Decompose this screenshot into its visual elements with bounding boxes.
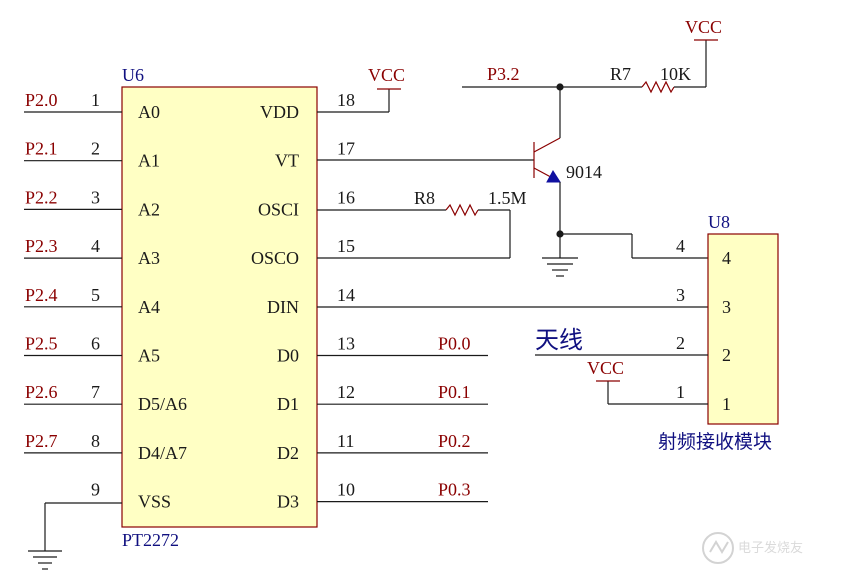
u6-pin-name-3: A2: [138, 199, 160, 219]
vcc-label-u8: VCC: [587, 358, 624, 378]
r7-value: 10K: [660, 64, 691, 84]
u6-pin-name-14: DIN: [267, 297, 299, 317]
u8-ref: U8: [708, 212, 730, 232]
emitter-arrow-icon: [546, 170, 561, 183]
u6-pin-number-15: 15: [337, 236, 355, 256]
u6-pin-name-18: VDD: [260, 102, 299, 122]
u6-pin-number-9: 9: [91, 480, 100, 500]
net-label-P0.1: P0.1: [438, 382, 471, 402]
u6-pin-name-10: D3: [277, 492, 299, 512]
net-label-P0.0: P0.0: [438, 334, 471, 354]
watermark: 电子发烧友: [702, 532, 803, 564]
u8-pin-number-2: 2: [676, 333, 685, 353]
u6-pin-number-13: 13: [337, 334, 355, 354]
u6-pin-number-2: 2: [91, 139, 100, 159]
u6-pin-number-16: 16: [337, 187, 355, 207]
u6-pin-name-4: A3: [138, 248, 160, 268]
ground-symbol-emitter: [542, 257, 578, 277]
u8-pin-number-3: 3: [676, 285, 685, 305]
r7-ref: R7: [610, 64, 631, 84]
u6-pin-number-17: 17: [337, 139, 355, 159]
u6-pin-number-10: 10: [337, 480, 355, 500]
u8-pin-name-1: 1: [722, 394, 731, 414]
u6-pin-number-18: 18: [337, 90, 355, 110]
watermark-text: 电子发烧友: [738, 540, 803, 556]
u6-pin-name-16: OSCI: [258, 199, 299, 219]
u6-pin-name-12: D1: [277, 394, 299, 414]
u6-pin-name-1: A0: [138, 102, 160, 122]
u8-pins: 4 4 3 3 2 2 1 1: [676, 236, 731, 414]
antenna-label: 天线: [535, 326, 583, 354]
u6-pin-name-6: A5: [138, 346, 160, 366]
watermark-logo-icon: [702, 532, 734, 564]
r8-resistor: [445, 203, 479, 217]
u6-pin-number-3: 3: [91, 187, 100, 207]
net-label-P2.1: P2.1: [25, 139, 58, 159]
u6-ref: U6: [122, 65, 144, 85]
r8-value: 1.5M: [488, 188, 527, 208]
u6-pin-number-4: 4: [91, 236, 100, 256]
u6-pin-number-11: 11: [337, 431, 354, 451]
u8-pin-number-1: 1: [676, 382, 685, 402]
u6-pin-number-8: 8: [91, 431, 100, 451]
net-label-P2.0: P2.0: [25, 90, 58, 110]
net-label-P2.6: P2.6: [25, 382, 58, 402]
u6-pin-number-12: 12: [337, 382, 355, 402]
u8-caption: 射频接收模块: [658, 431, 772, 453]
net-label-P0.2: P0.2: [438, 431, 471, 451]
u6-pin-number-5: 5: [91, 285, 100, 305]
net-label-P2.5: P2.5: [25, 334, 58, 354]
u6-pin-name-7: D5/A6: [138, 394, 187, 414]
net-label-P2.4: P2.4: [25, 285, 58, 305]
u6-pin-number-14: 14: [337, 285, 355, 305]
u6-pin-name-9: VSS: [138, 492, 171, 512]
u6-part: PT2272: [122, 530, 179, 550]
u6-pin-number-6: 6: [91, 334, 100, 354]
u6-pin-name-13: D0: [277, 346, 299, 366]
u8-pin-name-4: 4: [722, 248, 731, 268]
u6-pin-name-15: OSCO: [251, 248, 299, 268]
ground-symbol-vss: [28, 550, 62, 570]
u8-pin-name-2: 2: [722, 345, 731, 365]
r8-ref: R8: [414, 188, 435, 208]
vcc-label-vdd: VCC: [368, 65, 405, 85]
net-label-P2.2: P2.2: [25, 187, 58, 207]
u6-pin-name-17: VT: [275, 151, 299, 171]
u6-pin-name-2: A1: [138, 151, 160, 171]
u6-pin-number-7: 7: [91, 382, 100, 402]
u6-pin-name-11: D2: [277, 443, 299, 463]
u6-body: [121, 86, 318, 528]
transistor-label: 9014: [566, 162, 602, 182]
net-label-P0.3: P0.3: [438, 480, 471, 500]
u6-pin-name-5: A4: [138, 297, 160, 317]
net-label-P2.3: P2.3: [25, 236, 58, 256]
vcc-label-r7: VCC: [685, 17, 722, 37]
transistor-9014: [533, 87, 561, 234]
net-label-P2.7: P2.7: [25, 431, 58, 451]
u8-pin-name-3: 3: [722, 297, 731, 317]
u6-pin-number-1: 1: [91, 90, 100, 110]
p32-label: P3.2: [487, 64, 520, 84]
u8-pin-number-4: 4: [676, 236, 685, 256]
u8-body: [707, 233, 779, 425]
u6-pin-name-8: D4/A7: [138, 443, 187, 463]
r7-resistor: [641, 80, 675, 94]
